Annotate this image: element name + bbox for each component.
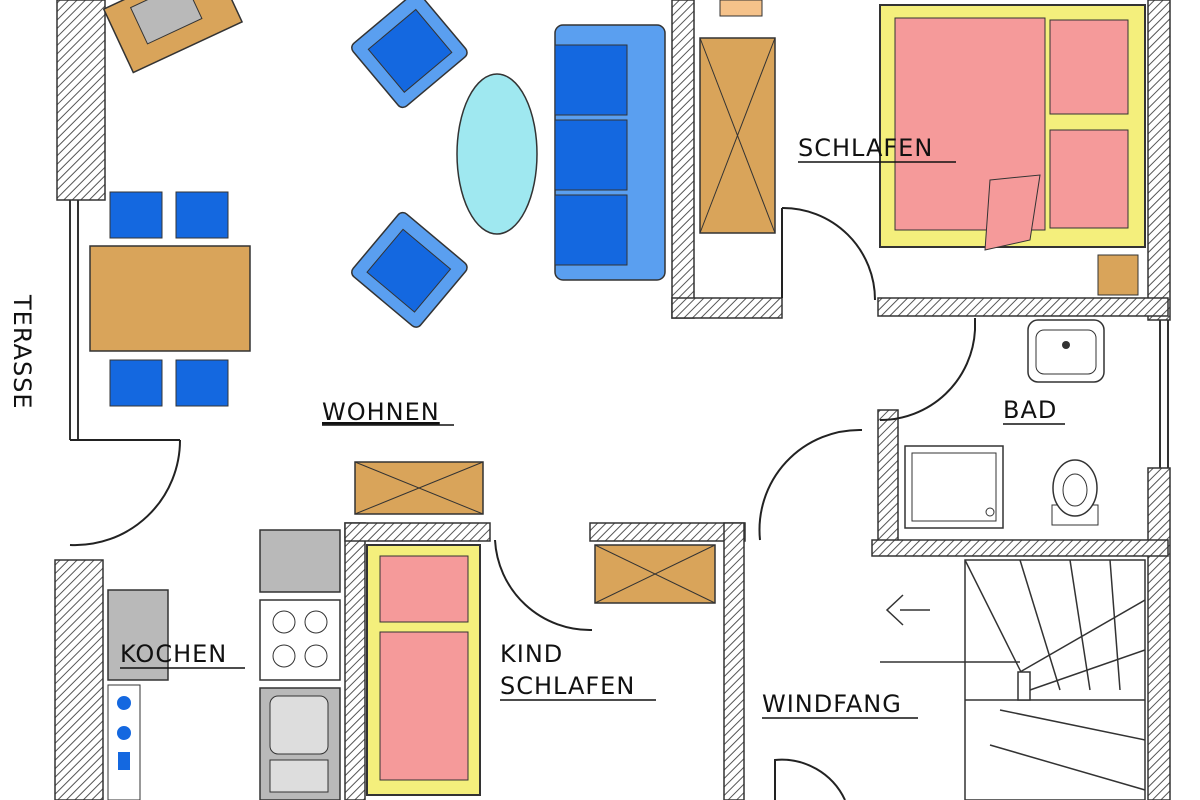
kitchen-counter — [259, 529, 341, 800]
wall-left-upper — [56, 0, 106, 201]
bath-sink — [1027, 319, 1105, 383]
wall-kinder-right-top — [589, 522, 746, 542]
dining-table — [89, 245, 251, 352]
dining-chair — [175, 359, 229, 407]
wardrobe-bedroom — [699, 0, 776, 234]
wall-wardrobe-bottom — [671, 297, 783, 319]
door-kinder — [494, 539, 593, 632]
room-label-windfang: WINDFANG — [762, 690, 902, 718]
double-bed — [879, 4, 1146, 251]
door-bath — [879, 318, 976, 422]
doors — [69, 206, 976, 800]
door-terrace — [69, 439, 182, 547]
wall-right-upper — [1147, 0, 1171, 321]
fridge-unit — [107, 589, 169, 800]
tv-cabinet — [102, 0, 244, 74]
child-bed — [366, 544, 481, 796]
wall-windfang-left — [723, 522, 745, 800]
dining-chair — [109, 191, 163, 239]
wall-kinder-top — [344, 522, 491, 542]
toilet — [1051, 459, 1099, 526]
walls — [54, 0, 1171, 800]
dining-chair — [175, 191, 229, 239]
room-label-kind-schlafen: SCHLAFEN — [500, 672, 635, 700]
room-label-schlafen: SCHLAFEN — [798, 134, 933, 162]
wall-wardrobe — [671, 0, 695, 319]
room-label-wohnen: WOHNEN — [322, 398, 440, 426]
sofa — [554, 24, 666, 281]
dining-set — [89, 191, 251, 407]
staircase — [880, 559, 1146, 800]
door-bedroom — [781, 206, 876, 301]
thin-walls — [69, 200, 1169, 468]
wardrobe-child — [594, 544, 716, 604]
nightstand — [1097, 254, 1139, 296]
room-label-kind: KIND — [500, 640, 563, 668]
coffee-table-oval — [456, 73, 538, 235]
wall-right-lower — [1147, 467, 1171, 800]
shower-tray — [904, 445, 1004, 529]
armchair-bottom — [351, 211, 468, 328]
wall-kinder-left — [344, 522, 366, 800]
wall-bath-left — [877, 409, 899, 556]
room-label-kochen: KOCHEN — [120, 640, 227, 668]
wall-bedroom-bottom — [877, 297, 1169, 317]
sideboard-living — [354, 461, 484, 515]
door-entrance — [774, 758, 846, 800]
wall-bath-bottom — [871, 539, 1169, 557]
wall-left-lower — [54, 559, 104, 800]
armchair-top — [351, 0, 468, 109]
label-terasse: TERASSE — [8, 294, 36, 410]
door-windfang — [758, 428, 863, 541]
room-label-bad: BAD — [1003, 396, 1057, 424]
dining-chair — [109, 359, 163, 407]
